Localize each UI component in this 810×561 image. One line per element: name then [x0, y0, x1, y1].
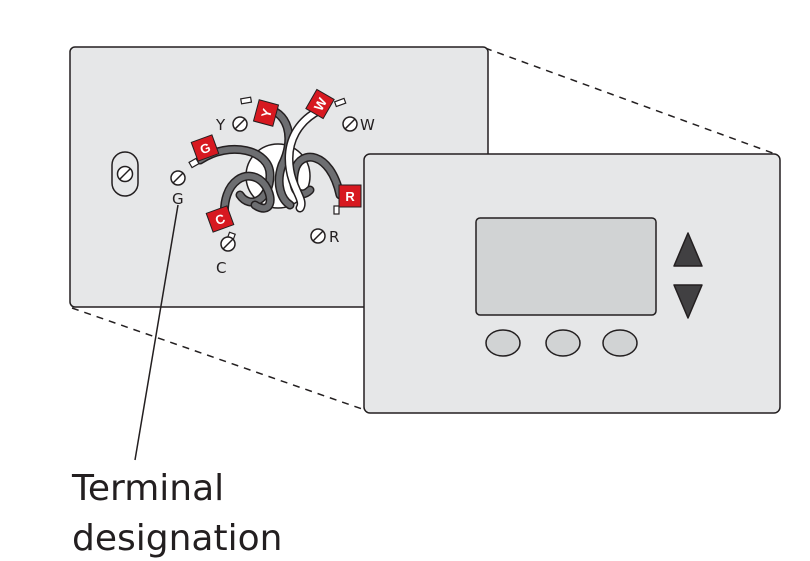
display-screen [475, 217, 657, 316]
right-button[interactable] [602, 329, 638, 357]
triangle-up-icon[interactable] [673, 232, 703, 267]
screw-icon [342, 116, 358, 132]
screw-icon [170, 170, 186, 186]
svg-text:G: G [198, 140, 213, 158]
wire-tag-g: G [190, 134, 220, 162]
screw-icon [116, 165, 134, 183]
terminal-label-c: C [216, 259, 226, 277]
screw-icon [220, 236, 236, 252]
callout-line-2: designation [72, 518, 282, 559]
terminal-label-g: G [172, 190, 184, 208]
terminal-screws [170, 116, 358, 252]
left-button[interactable] [485, 329, 521, 357]
callout-line-1: Terminal [71, 468, 224, 509]
middle-button[interactable] [545, 329, 581, 357]
wire-tag-y: Y [252, 99, 280, 127]
terminal-label-y: Y [215, 116, 226, 134]
wire-tag-c: C [205, 205, 235, 233]
terminal-label-w: W [360, 116, 375, 134]
screw-icon [310, 228, 326, 244]
wire-tag-w: W [305, 88, 335, 120]
terminal-label-r: R [329, 228, 339, 246]
callout-leader-line [134, 204, 179, 461]
screw-icon [232, 116, 248, 132]
wire-tag-r: R [338, 184, 362, 208]
mounting-slot [111, 151, 139, 197]
wires [195, 103, 345, 225]
svg-text:R: R [345, 189, 355, 204]
svg-text:Y: Y [258, 107, 275, 120]
triangle-down-icon[interactable] [673, 284, 703, 319]
